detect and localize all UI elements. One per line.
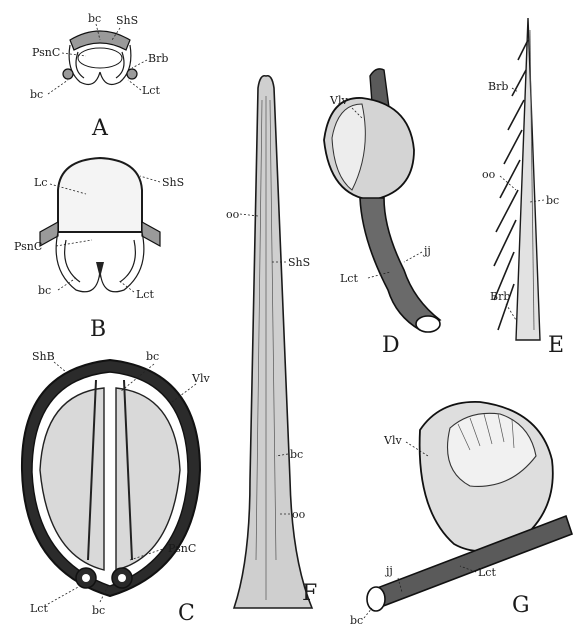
fig-e-label-brb-bottom: Brb	[490, 290, 510, 303]
fig-g-label-vlv: Vlv	[383, 434, 402, 447]
figure-f: oo ShS bc oo F	[226, 76, 317, 608]
fig-b-label-bc: bc	[38, 284, 51, 297]
fig-c-label-bc-top: bc	[146, 350, 159, 363]
fig-b-label-shs: ShS	[162, 176, 184, 189]
fig-a-label-lct: Lct	[142, 84, 160, 97]
fig-a-letter: A	[91, 116, 109, 141]
fig-d-letter: D	[382, 333, 400, 358]
fig-b-letter: B	[90, 317, 106, 342]
fig-c-label-vlv: Vlv	[191, 372, 210, 385]
fig-a-label-psnc: PsnC	[32, 46, 60, 59]
fig-c-label-psnc: PsnC	[168, 542, 196, 555]
figure-a: bc ShS PsnC Brb bc Lct A	[30, 12, 168, 141]
fig-a-label-brb: Brb	[148, 52, 168, 65]
fig-d-label-jj: jj	[422, 244, 431, 257]
fig-e-label-bc: bc	[546, 194, 559, 207]
fig-b-label-lc: Lc	[34, 176, 47, 189]
figure-g: Vlv jj Lct bc G	[350, 402, 572, 626]
fig-c-label-shb: ShB	[32, 350, 55, 363]
fig-a-label-bc-bottom: bc	[30, 88, 43, 101]
fig-a-label-shs: ShS	[116, 14, 138, 27]
figure-b: Lc ShS PsnC bc Lct B	[14, 158, 184, 342]
fig-f-label-shs: ShS	[288, 256, 310, 269]
fig-d-label-vlv: Vlv	[329, 94, 348, 107]
fig-g-label-jj: jj	[384, 564, 393, 577]
fig-d-label-lct: Lct	[340, 272, 358, 285]
fig-b-label-psnc: PsnC	[14, 240, 42, 253]
figure-c: ShB bc Vlv PsnC Lct bc C	[22, 350, 211, 626]
figure-d: Vlv jj Lct D	[324, 69, 440, 358]
fig-b-label-lct: Lct	[136, 288, 154, 301]
fig-g-label-bc: bc	[350, 614, 363, 626]
fig-c-letter: C	[178, 601, 195, 626]
fig-a-label-bc-top: bc	[88, 12, 101, 25]
fig-f-label-oo-top: oo	[226, 208, 240, 221]
fig-g-label-lct: Lct	[478, 566, 496, 579]
figure-e: Brb oo bc Brb E	[482, 18, 564, 358]
fig-e-label-brb-top: Brb	[488, 80, 508, 93]
fig-e-label-oo: oo	[482, 168, 496, 181]
fig-c-label-lct: Lct	[30, 602, 48, 615]
fig-e-letter: E	[548, 333, 564, 358]
fig-f-label-oo-bottom: oo	[292, 508, 306, 521]
fig-c-label-bc-bottom: bc	[92, 604, 105, 617]
fig-f-letter: F	[302, 581, 317, 606]
fig-f-label-bc: bc	[290, 448, 303, 461]
fig-g-letter: G	[512, 593, 530, 618]
